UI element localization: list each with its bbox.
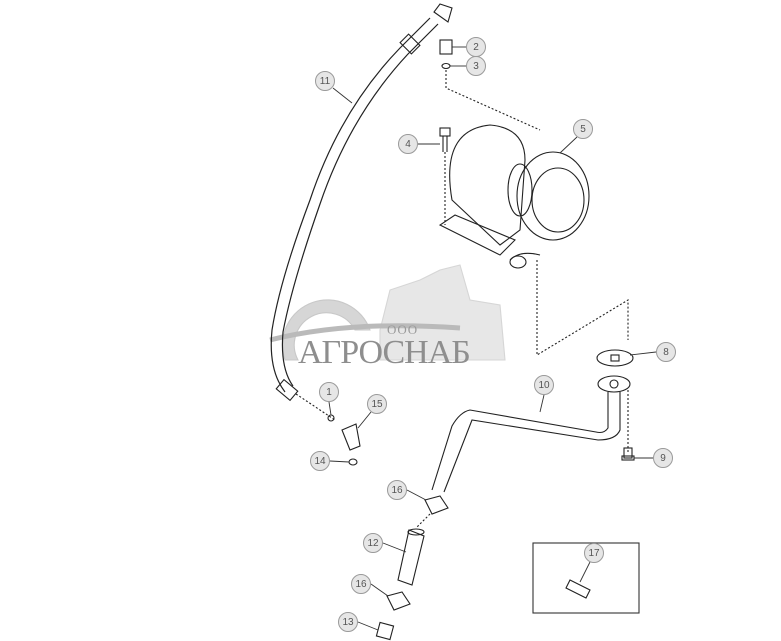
callout-part-9[interactable]: 9 — [653, 448, 673, 468]
bolt-part-9 — [621, 447, 635, 461]
callout-part-5[interactable]: 5 — [573, 119, 593, 139]
clamp-part-16b — [386, 591, 411, 611]
callout-part-16b[interactable]: 16 — [351, 574, 371, 594]
callout-part-3[interactable]: 3 — [466, 56, 486, 76]
callout-part-16a[interactable]: 16 — [387, 480, 407, 500]
sensor-part-17 — [565, 579, 591, 599]
callout-part-4[interactable]: 4 — [398, 134, 418, 154]
oil-return-tube-part-10 — [431, 375, 631, 493]
watermark-prefix: ООО — [387, 322, 419, 337]
fitting-part-2 — [439, 39, 453, 55]
callout-part-14[interactable]: 14 — [310, 451, 330, 471]
callout-part-12[interactable]: 12 — [363, 533, 383, 553]
washer-part-3 — [441, 62, 451, 70]
watermark-logo — [269, 264, 506, 361]
callout-part-17[interactable]: 17 — [584, 543, 604, 563]
clamp-part-16a — [424, 495, 449, 515]
inset-box — [532, 542, 640, 614]
fitting-part-13 — [375, 621, 395, 641]
oil-supply-hose — [270, 3, 453, 402]
washer-part-1 — [327, 414, 335, 422]
callout-part-15[interactable]: 15 — [367, 394, 387, 414]
gasket-part-8 — [596, 349, 634, 367]
watermark-name: АГРОСНАБ — [298, 334, 471, 371]
turbocharger-part-5 — [438, 124, 590, 269]
hose-part-12 — [397, 528, 425, 586]
callout-part-10[interactable]: 10 — [534, 375, 554, 395]
callout-part-13[interactable]: 13 — [338, 612, 358, 632]
elbow-fitting-part-15 — [341, 423, 361, 451]
callout-part-11[interactable]: 11 — [315, 71, 335, 91]
callout-part-2[interactable]: 2 — [466, 37, 486, 57]
washer-part-14 — [348, 458, 358, 466]
callout-part-1[interactable]: 1 — [319, 382, 339, 402]
callout-part-8[interactable]: 8 — [656, 342, 676, 362]
